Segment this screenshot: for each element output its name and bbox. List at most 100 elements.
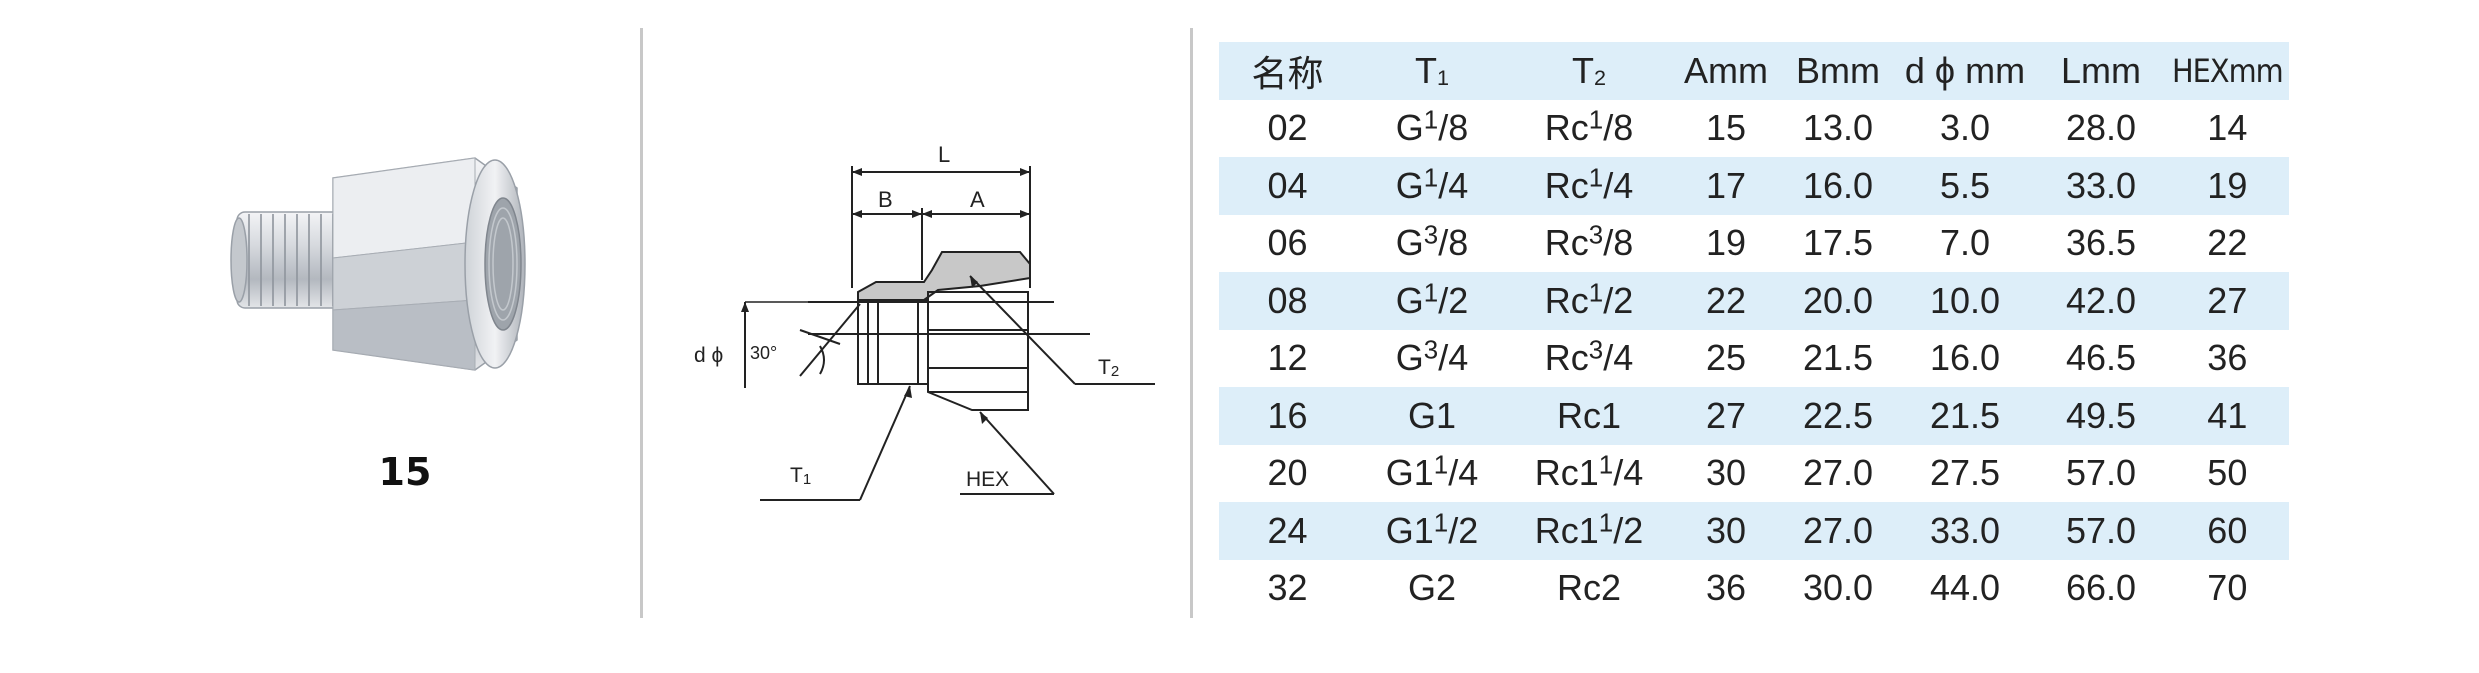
- dim-label-L: L: [938, 142, 950, 167]
- cell-a: 19: [1705, 222, 1747, 264]
- cell-hex: 60: [2207, 509, 2248, 551]
- cell-hex: 36: [2207, 337, 2248, 379]
- cell-d-phi: 33.0: [1929, 509, 2001, 551]
- cell-b: 13.0: [1802, 107, 1874, 149]
- cell-a: 22: [1705, 279, 1747, 321]
- cell-b: 27.0: [1802, 452, 1874, 494]
- cell-a: 15: [1705, 107, 1747, 149]
- cell-name: 08: [1267, 279, 1308, 321]
- header-hex: HEXmm: [2172, 51, 2284, 90]
- dim-label-B: B: [878, 187, 893, 212]
- cell-t1: G1/4: [1395, 164, 1469, 206]
- header-name: 名称: [1251, 52, 1324, 94]
- cell-a: 30: [1705, 452, 1747, 494]
- cell-t2: Rc11/4: [1534, 451, 1644, 494]
- table-header-row: 名称 T1 T2 Amm Bmm d ϕ mm Lmm HEXmm: [1219, 42, 2289, 100]
- cell-l: 66.0: [2065, 567, 2137, 609]
- cell-a: 25: [1705, 337, 1747, 379]
- cell-name: 24: [1267, 509, 1308, 551]
- cell-t1: G2: [1407, 567, 1457, 609]
- header-d-phi: d ϕ mm: [1904, 49, 2026, 91]
- dim-label-angle: 30°: [750, 343, 777, 363]
- cell-hex: 14: [2207, 107, 2248, 149]
- cell-l: 36.5: [2065, 222, 2137, 264]
- cell-name: 16: [1267, 394, 1308, 436]
- cell-hex: 22: [2207, 222, 2248, 264]
- cell-d-phi: 10.0: [1929, 279, 2001, 321]
- cell-a: 36: [1705, 567, 1747, 609]
- header-t1: T1: [1414, 49, 1449, 91]
- cell-name: 06: [1267, 222, 1308, 264]
- cell-b: 16.0: [1802, 164, 1874, 206]
- cell-l: 46.5: [2065, 337, 2137, 379]
- header-t2: T2: [1571, 49, 1606, 91]
- cell-d-phi: 7.0: [1939, 222, 1991, 264]
- dimension-drawing: L B A d ϕ 30° T2 T1 HEX: [694, 142, 1155, 501]
- cell-t2: Rc3/4: [1544, 336, 1634, 379]
- table-row: 12 G3/4 Rc3/4 25 21.5 16.0 46.5 36: [1219, 330, 2289, 388]
- cell-a: 17: [1705, 164, 1747, 206]
- cell-t2: Rc1: [1556, 394, 1622, 436]
- cell-t1: G3/4: [1395, 336, 1469, 379]
- cell-l: 57.0: [2065, 452, 2137, 494]
- cell-b: 30.0: [1802, 567, 1874, 609]
- section-divider: [640, 28, 643, 618]
- cell-hex: 19: [2207, 164, 2248, 206]
- cell-t1: G1: [1407, 394, 1457, 436]
- cell-name: 32: [1267, 567, 1308, 609]
- cell-b: 17.5: [1802, 222, 1874, 264]
- cell-d-phi: 5.5: [1939, 164, 1991, 206]
- cell-l: 42.0: [2065, 279, 2137, 321]
- cell-name: 12: [1267, 337, 1308, 379]
- cell-t1: G11/2: [1385, 509, 1479, 551]
- table-row: 16 G1 Rc1 27 22.5 21.5 49.5 41: [1219, 387, 2289, 445]
- cell-d-phi: 3.0: [1939, 107, 1991, 149]
- fitting-photo: [230, 157, 526, 371]
- cell-b: 21.5: [1802, 337, 1874, 379]
- cell-t1: G1/2: [1395, 279, 1469, 321]
- cell-t1: G1/8: [1395, 106, 1469, 149]
- label-T1: T1: [790, 464, 811, 488]
- cell-d-phi: 16.0: [1929, 337, 2001, 379]
- cell-hex: 70: [2207, 567, 2248, 609]
- cell-t2: Rc3/8: [1544, 221, 1634, 264]
- cell-l: 28.0: [2065, 107, 2137, 149]
- cell-b: 27.0: [1802, 509, 1874, 551]
- section-divider: [1190, 28, 1193, 618]
- table-row: 06 G3/8 Rc3/8 19 17.5 7.0 36.5 22: [1219, 215, 2289, 273]
- cell-t2: Rc1/4: [1544, 164, 1634, 206]
- cell-d-phi: 27.5: [1929, 452, 2001, 494]
- cell-t2: Rc2: [1556, 567, 1622, 609]
- cell-d-phi: 44.0: [1929, 567, 2001, 609]
- label-HEX: HEX: [966, 468, 1009, 491]
- cell-hex: 27: [2207, 279, 2248, 321]
- table-row: 04 G1/4 Rc1/4 17 16.0 5.5 33.0 19: [1219, 157, 2289, 215]
- cell-name: 04: [1267, 164, 1308, 206]
- cell-t1: G3/8: [1395, 221, 1469, 264]
- cell-t2: Rc1/8: [1544, 106, 1634, 149]
- model-number: 15: [378, 450, 432, 494]
- cell-b: 20.0: [1802, 279, 1874, 321]
- cell-a: 27: [1705, 394, 1747, 436]
- cell-b: 22.5: [1802, 394, 1874, 436]
- cell-d-phi: 21.5: [1929, 394, 2001, 436]
- header-b: Bmm: [1796, 49, 1880, 91]
- header-a: Amm: [1684, 49, 1768, 91]
- label-T2: T2: [1098, 356, 1119, 380]
- cell-t2: Rc1/2: [1544, 279, 1634, 321]
- cell-hex: 50: [2207, 452, 2248, 494]
- table-row: 08 G1/2 Rc1/2 22 20.0 10.0 42.0 27: [1219, 272, 2289, 330]
- dim-label-A: A: [970, 187, 985, 212]
- cell-l: 57.0: [2065, 509, 2137, 551]
- dim-label-d-phi: d ϕ: [694, 344, 723, 367]
- cell-l: 49.5: [2065, 394, 2137, 436]
- cell-name: 20: [1267, 452, 1308, 494]
- header-l: Lmm: [2061, 49, 2141, 91]
- cell-a: 30: [1705, 509, 1747, 551]
- cell-l: 33.0: [2065, 164, 2137, 206]
- cell-hex: 41: [2207, 394, 2248, 436]
